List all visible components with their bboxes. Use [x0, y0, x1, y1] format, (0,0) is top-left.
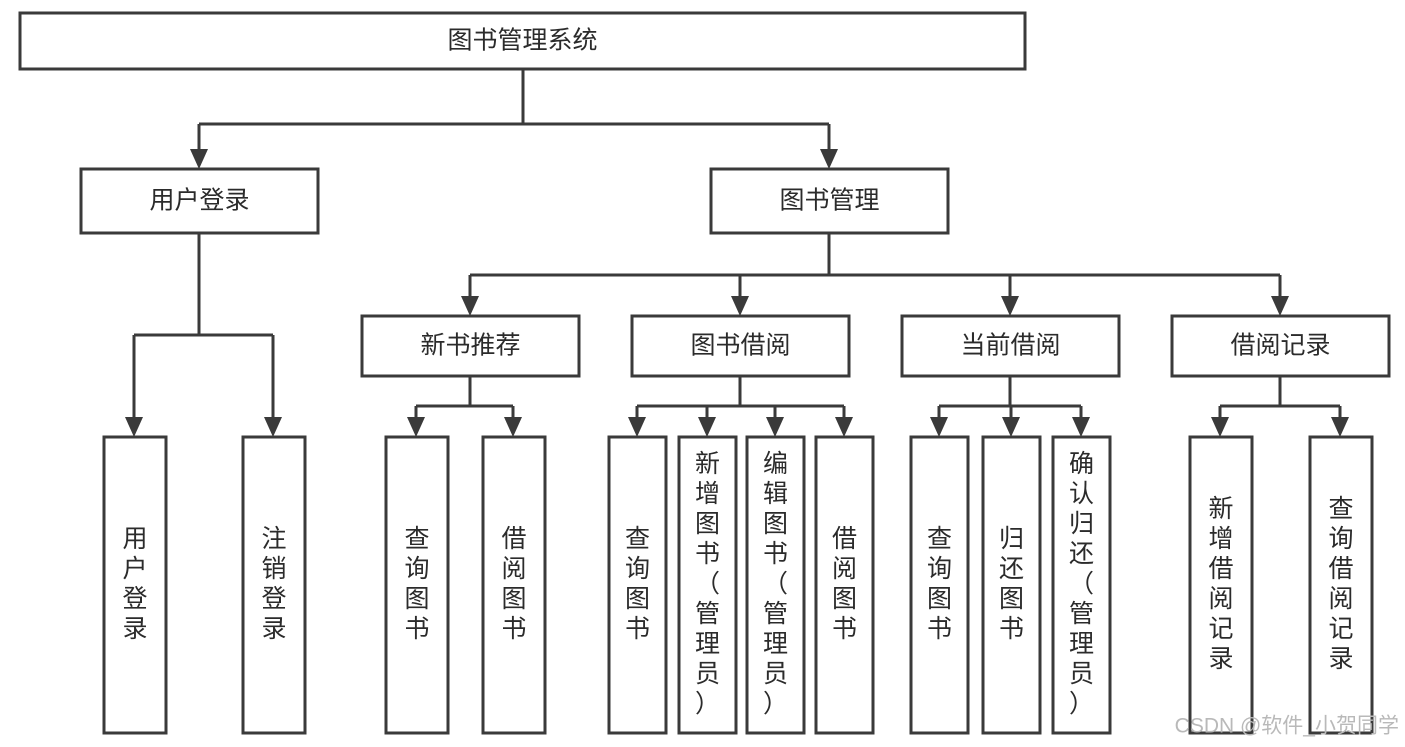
node-current-borrow-label: 当前借阅 [960, 332, 1060, 360]
arrow-head-icon [1072, 417, 1090, 437]
arrow-head-icon [731, 296, 749, 316]
arrow-head-icon [930, 417, 948, 437]
node-leaf-user-login-label: 用户登录 [122, 525, 147, 643]
node-book-manage[interactable]: 图书管理 [709, 167, 950, 235]
node-leaf-borrow-add-book-label: 新增图书（管理员） [695, 450, 720, 718]
node-book-borrow[interactable]: 图书借阅 [630, 314, 851, 378]
node-leaf-user-login[interactable]: 用户登录 [102, 435, 168, 735]
connector-currentborrow-to-leaves [930, 376, 1090, 437]
node-book-manage-label: 图书管理 [779, 187, 879, 215]
node-leaf-cur-return-book-label: 归还图书 [999, 525, 1024, 643]
node-new-book-rec[interactable]: 新书推荐 [360, 314, 581, 378]
arrow-head-icon [461, 296, 479, 316]
node-leaf-rec-query-record[interactable]: 查询借阅记录 [1308, 435, 1374, 735]
node-leaf-user-logout-label: 注销登录 [261, 525, 286, 643]
node-leaf-rec-borrow-book[interactable]: 借阅图书 [481, 435, 547, 735]
node-layer: 图书管理系统用户登录图书管理新书推荐图书借阅当前借阅借阅记录用户登录注销登录查询… [18, 11, 1391, 735]
arrow-head-icon [1001, 296, 1019, 316]
node-user-login[interactable]: 用户登录 [79, 167, 320, 235]
node-root[interactable]: 图书管理系统 [18, 11, 1027, 71]
arrow-head-icon [264, 417, 282, 437]
connector-root-to-level2 [190, 69, 838, 169]
node-leaf-borrow-add-book[interactable]: 新增图书（管理员） [677, 435, 738, 735]
arrow-head-icon [766, 417, 784, 437]
node-root-label: 图书管理系统 [447, 27, 597, 55]
node-leaf-cur-query-book-label: 查询图书 [927, 525, 952, 643]
arrow-head-icon [835, 417, 853, 437]
node-leaf-borrow-query-book[interactable]: 查询图书 [607, 435, 668, 735]
node-user-login-label: 用户登录 [149, 187, 249, 215]
node-leaf-borrow-edit-book-box[interactable] [745, 435, 806, 735]
node-book-borrow-label: 图书借阅 [690, 332, 790, 360]
node-leaf-user-logout-box[interactable] [241, 435, 307, 735]
node-leaf-rec-query-record-label: 查询借阅记录 [1328, 495, 1353, 673]
node-leaf-rec-query-record-box[interactable] [1308, 435, 1374, 735]
arrow-head-icon [698, 417, 716, 437]
node-new-book-rec-label: 新书推荐 [420, 332, 520, 360]
arrow-head-icon [1002, 417, 1020, 437]
node-borrow-record-box[interactable] [1170, 314, 1391, 378]
node-leaf-borrow-add-book-box[interactable] [677, 435, 738, 735]
node-leaf-cur-return-book-box[interactable] [981, 435, 1042, 735]
connector-bookmanage-to-level3 [461, 233, 1289, 316]
connector-newbookrec-to-leaves [407, 376, 522, 437]
arrow-head-icon [504, 417, 522, 437]
node-book-borrow-box[interactable] [630, 314, 851, 378]
node-borrow-record[interactable]: 借阅记录 [1170, 314, 1391, 378]
arrow-head-icon [1331, 417, 1349, 437]
node-leaf-cur-query-book-box[interactable] [909, 435, 970, 735]
node-leaf-borrow-lend-book-label: 借阅图书 [832, 525, 857, 643]
csdn-watermark: CSDN @软件_小贺同学 [1175, 715, 1399, 738]
node-leaf-cur-query-book[interactable]: 查询图书 [909, 435, 970, 735]
node-borrow-record-label: 借阅记录 [1230, 332, 1330, 360]
node-leaf-borrow-query-book-label: 查询图书 [625, 525, 650, 643]
node-leaf-rec-add-record[interactable]: 新增借阅记录 [1188, 435, 1254, 735]
node-book-manage-box[interactable] [709, 167, 950, 235]
node-leaf-cur-return-book[interactable]: 归还图书 [981, 435, 1042, 735]
node-leaf-borrow-query-book-box[interactable] [607, 435, 668, 735]
node-leaf-user-login-box[interactable] [102, 435, 168, 735]
arrow-head-icon [1271, 296, 1289, 316]
connector-borrowrecord-to-leaves [1211, 376, 1349, 437]
node-user-login-box[interactable] [79, 167, 320, 235]
node-leaf-rec-borrow-book-box[interactable] [481, 435, 547, 735]
connector-bookborrow-to-leaves [628, 376, 853, 437]
node-leaf-rec-query-book-box[interactable] [384, 435, 450, 735]
node-leaf-rec-query-book-label: 查询图书 [404, 525, 429, 643]
connector-layer [125, 69, 1349, 437]
node-leaf-rec-add-record-box[interactable] [1188, 435, 1254, 735]
connector-userlogin-to-leaves [125, 233, 282, 437]
arrow-head-icon [407, 417, 425, 437]
node-root-box[interactable] [18, 11, 1027, 71]
node-leaf-borrow-lend-book-box[interactable] [814, 435, 875, 735]
node-new-book-rec-box[interactable] [360, 314, 581, 378]
node-leaf-cur-confirm-return[interactable]: 确认归还（管理员） [1051, 435, 1112, 735]
node-leaf-borrow-edit-book[interactable]: 编辑图书（管理员） [745, 435, 806, 735]
arrow-head-icon [1211, 417, 1229, 437]
node-leaf-cur-confirm-return-box[interactable] [1051, 435, 1112, 735]
node-leaf-borrow-edit-book-label: 编辑图书（管理员） [763, 450, 788, 718]
node-leaf-user-logout[interactable]: 注销登录 [241, 435, 307, 735]
node-leaf-borrow-lend-book[interactable]: 借阅图书 [814, 435, 875, 735]
node-leaf-rec-add-record-label: 新增借阅记录 [1208, 495, 1233, 673]
node-current-borrow-box[interactable] [900, 314, 1121, 378]
node-leaf-rec-query-book[interactable]: 查询图书 [384, 435, 450, 735]
node-leaf-cur-confirm-return-label: 确认归还（管理员） [1069, 450, 1094, 718]
arrow-head-icon [820, 149, 838, 169]
arrow-head-icon [125, 417, 143, 437]
node-current-borrow[interactable]: 当前借阅 [900, 314, 1121, 378]
node-leaf-rec-borrow-book-label: 借阅图书 [501, 525, 526, 643]
arrow-head-icon [628, 417, 646, 437]
arrow-head-icon [190, 149, 208, 169]
